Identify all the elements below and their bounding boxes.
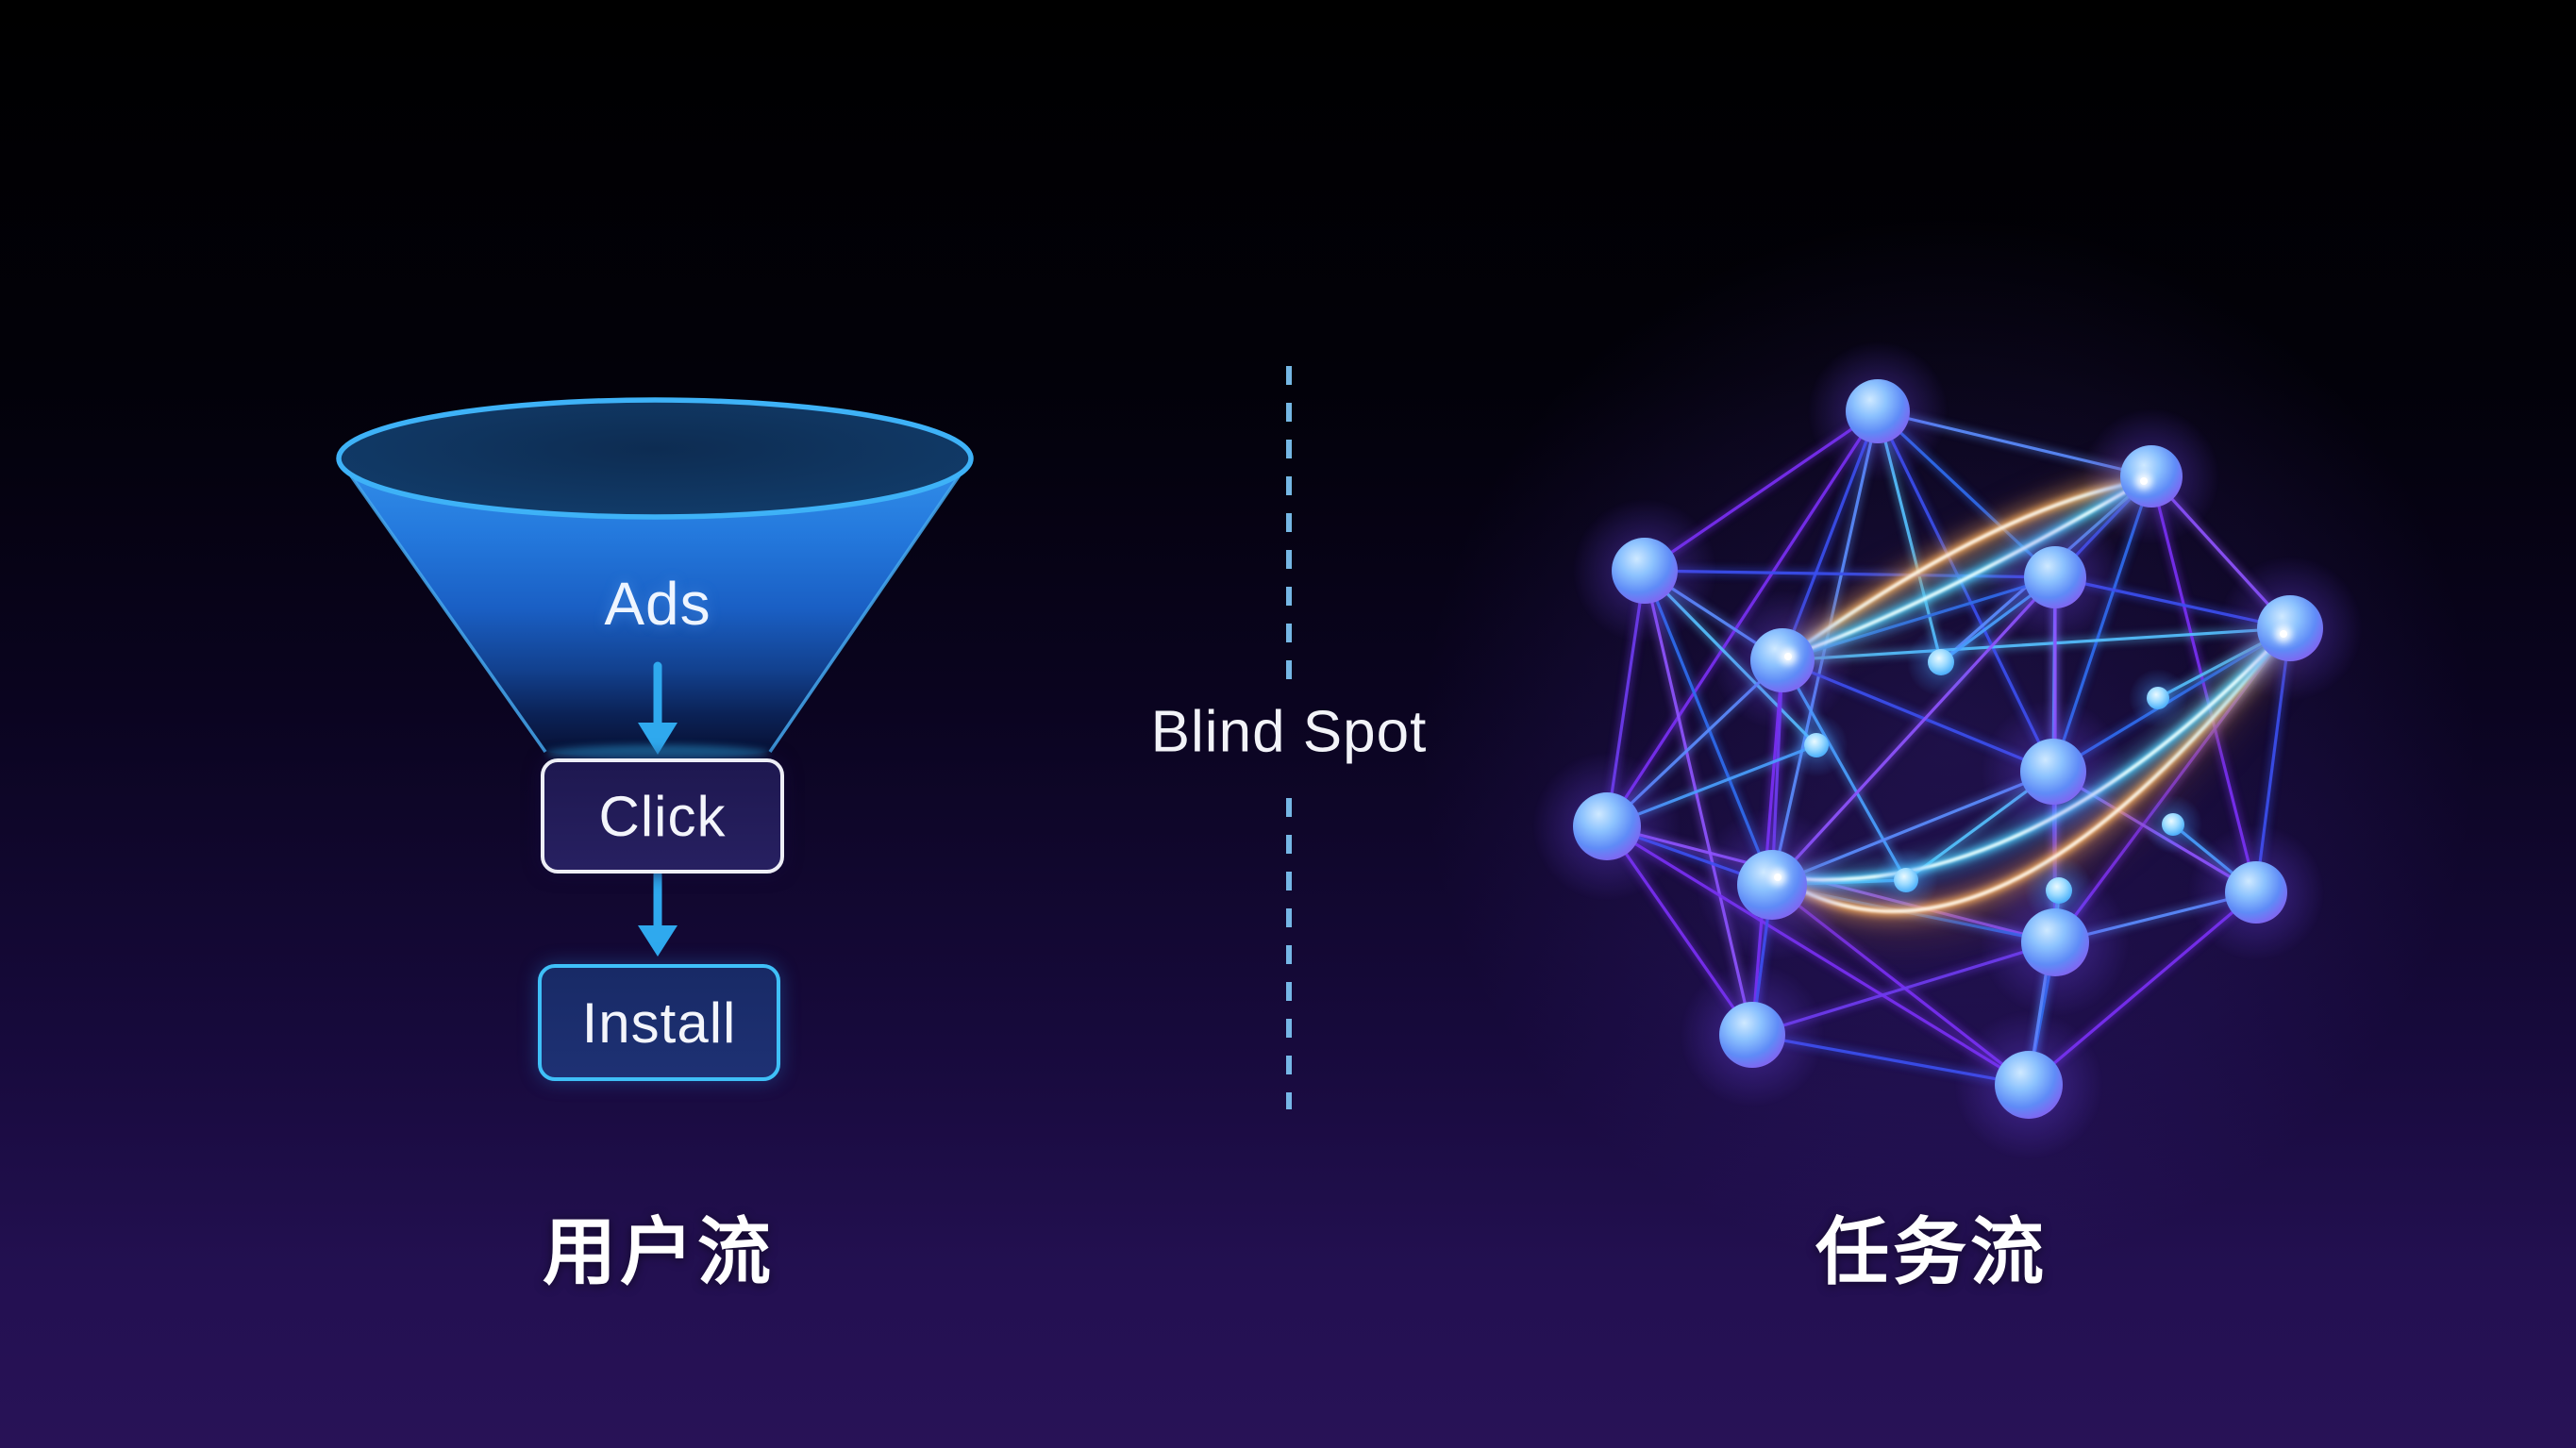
network-edge (2149, 474, 2258, 894)
network-node-s2 (1804, 733, 1829, 757)
funnel-graphic (336, 397, 974, 762)
task-network-graph (1531, 341, 2363, 1160)
network-edge (1605, 824, 2031, 1087)
network-node-s4 (1894, 868, 1918, 892)
network-node-n13 (1995, 1051, 2063, 1119)
network-node-n10 (1719, 1002, 1785, 1068)
funnel-right-edge (768, 458, 973, 753)
funnel-stage-label: Ads (604, 570, 711, 638)
network-node-n7 (1573, 792, 1641, 860)
funnel-step-install: Install (538, 964, 780, 1081)
flow-hotspot-core (2140, 477, 2148, 485)
network-node-n8 (2020, 739, 2086, 805)
network-node-n1 (1846, 379, 1910, 443)
flow-hotspot-core (2280, 630, 2287, 638)
network-edge (1643, 569, 1754, 1037)
network-node-n9 (1737, 850, 1807, 920)
network-node-s6 (2162, 813, 2184, 836)
network-node-s5 (2046, 877, 2072, 904)
flow-hotspot-core (1784, 653, 1792, 660)
network-flow-hotspots (1769, 473, 2292, 886)
flow-hotspot-core (1774, 874, 1781, 881)
arrow-ads-to-click-head (638, 723, 677, 755)
arrow-click-to-install-head (638, 925, 677, 957)
funnel-step-click: Click (541, 758, 784, 874)
network-node-s3 (2147, 687, 2169, 709)
funnel-arrows (638, 661, 677, 957)
network-node-n12 (2225, 861, 2287, 924)
network-node-n5 (2024, 546, 2086, 608)
funnel-left-edge (337, 457, 547, 754)
network-node-s1 (1928, 649, 1954, 675)
network-nodes (1531, 341, 2363, 1160)
funnel-mouth (336, 397, 974, 520)
network-ambient-glow (1420, 217, 2477, 1273)
user-flow-caption: 用户流 (542, 1210, 776, 1293)
network-edge (1781, 626, 2292, 662)
task-flow-caption: 任务流 (1815, 1210, 2049, 1293)
network-node-n11 (2021, 908, 2089, 976)
network-node-n6 (2257, 595, 2323, 661)
network-node-n3 (1612, 538, 1678, 604)
network-node-n2 (2120, 445, 2183, 508)
funnel-body (339, 458, 971, 759)
blind-spot-label: Blind Spot (1150, 699, 1428, 765)
